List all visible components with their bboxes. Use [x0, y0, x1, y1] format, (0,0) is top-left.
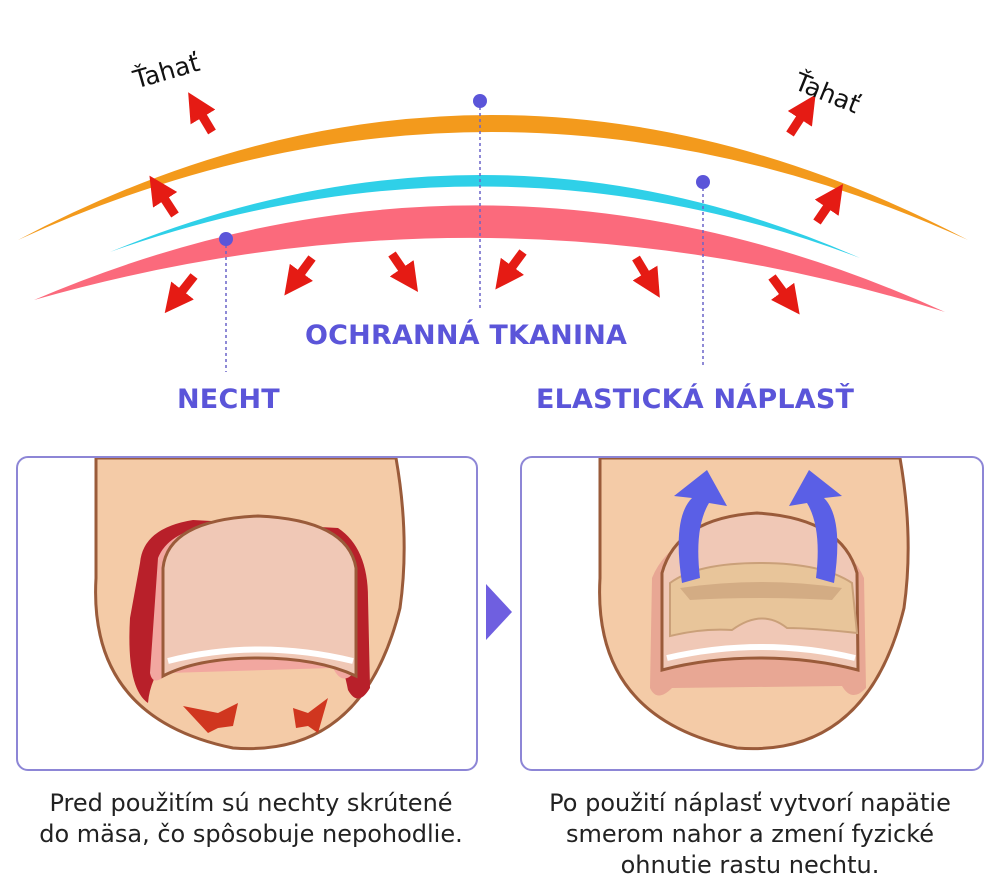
layer-diagram	[18, 92, 968, 372]
caption-after-line3: ohnutie rastu nechtu.	[620, 851, 880, 879]
push-arrow	[164, 273, 198, 314]
label-patch: ELASTICKÁ NÁPLASŤ	[536, 384, 855, 415]
fabric-dot	[473, 94, 487, 108]
push-arrow	[388, 251, 419, 293]
chevron-right-icon	[486, 584, 512, 640]
pull-arrow	[786, 94, 816, 137]
caption-before-line2: do mäsa, čo spôsobuje nepohodlie.	[39, 820, 463, 848]
toe-after-illustration	[598, 458, 910, 751]
lift-arrow-right	[789, 470, 842, 583]
label-fabric: OCHRANNÁ TKANINA	[305, 320, 628, 351]
pull-arrow	[813, 183, 844, 225]
push-arrow	[632, 255, 660, 298]
toe-before-illustration	[94, 458, 406, 751]
caption-after-line2: smerom nahor a zmení fyzické	[565, 820, 935, 848]
patch-layer	[110, 174, 860, 258]
caption-after-line1: Po použití náplasť vytvorí napätie	[549, 789, 951, 817]
panel-before	[16, 456, 478, 771]
push-arrow	[768, 274, 800, 315]
nail-dot	[219, 232, 233, 246]
pull-arrow	[188, 92, 216, 135]
caption-before-line1: Pred použitím sú nechty skrútené	[49, 789, 453, 817]
patch-dot	[696, 175, 710, 189]
fabric-layer	[18, 115, 968, 240]
nail-layer	[34, 205, 945, 312]
push-arrow	[284, 255, 316, 296]
pull-arrow	[149, 175, 179, 218]
panel-after	[520, 456, 984, 771]
label-nail: NECHT	[177, 384, 280, 415]
push-arrow	[495, 249, 527, 290]
caption-after: Po použití náplasť vytvorí napätie smero…	[510, 788, 990, 881]
lift-arrow-left	[674, 470, 727, 583]
caption-before: Pred použitím sú nechty skrútené do mäsa…	[16, 788, 486, 850]
